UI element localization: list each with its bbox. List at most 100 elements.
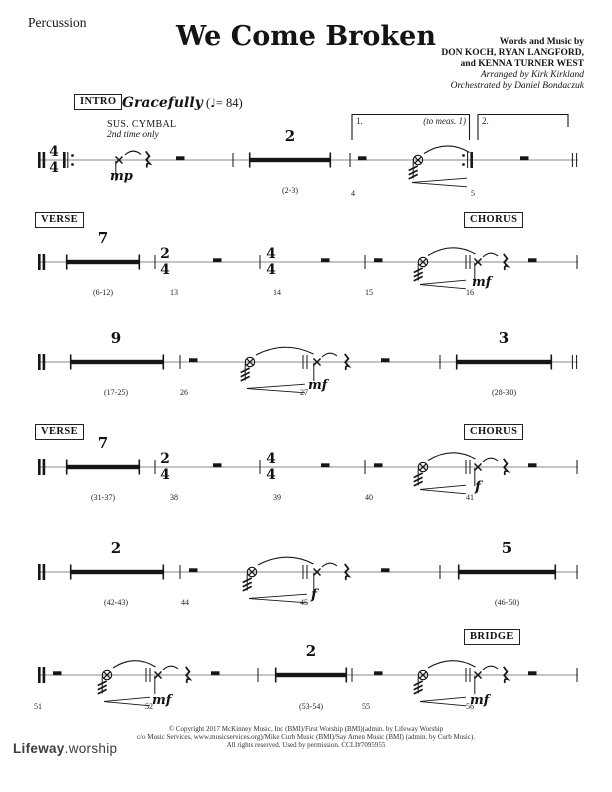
- time-signature-numerator: 2: [160, 451, 170, 467]
- crescendo-hairpin: [248, 593, 308, 604]
- x-notehead: [153, 670, 163, 680]
- system-start-barline: [38, 152, 41, 168]
- multirest-range: (17-25): [104, 388, 128, 397]
- measure-number: 15: [365, 288, 373, 297]
- dynamic-mark: f: [475, 479, 482, 495]
- multirest-range: (42-43): [104, 598, 128, 607]
- ending-1-label: 1.: [356, 116, 363, 126]
- staff-1: [38, 113, 578, 188]
- multirest-number: 2: [110, 539, 122, 557]
- time-signature-denominator: 4: [266, 262, 276, 278]
- time-signature-denominator: 4: [266, 467, 276, 483]
- crescendo-hairpin: [246, 383, 306, 394]
- measure-number: 45: [300, 598, 308, 607]
- tie: [112, 660, 156, 669]
- half-rest: [374, 258, 383, 263]
- credit-line: Words and Music by: [499, 37, 584, 47]
- dynamic-mark: mf: [472, 275, 492, 290]
- half-rest: [211, 671, 220, 676]
- credit-line: DON KOCH, RYAN LANGFORD,: [441, 48, 584, 58]
- x-notehead: [473, 462, 483, 472]
- multirest-number: 7: [97, 434, 109, 452]
- quarter-rest-icon: [184, 666, 193, 684]
- circled-x-notehead: [246, 566, 258, 578]
- tie: [124, 150, 142, 156]
- ending-2-bracket: [477, 113, 569, 140]
- staff-5: [38, 556, 578, 604]
- circled-x-notehead: [417, 256, 429, 268]
- staff-3: [38, 346, 578, 394]
- measure-number: 51: [34, 702, 42, 711]
- circled-x-notehead: [417, 461, 429, 473]
- tie: [255, 346, 314, 356]
- measure-number: 27: [300, 388, 308, 397]
- tie: [427, 660, 476, 669]
- multirest-number: 2: [284, 127, 296, 145]
- system-start-barline: [38, 459, 41, 475]
- logo-primary: Lifeway: [13, 741, 65, 756]
- multirest-range: (28-30): [492, 388, 516, 397]
- half-rest: [53, 671, 62, 676]
- page-title: We Come Broken: [176, 21, 436, 52]
- half-rest: [381, 568, 390, 573]
- dynamic-mark: mp: [110, 169, 133, 184]
- tempo-text: Gracefully: [122, 95, 203, 111]
- tempo-marking: Gracefully (♩= 84): [122, 94, 243, 112]
- tie: [423, 145, 470, 154]
- system-start-barline: [38, 254, 41, 270]
- time-signature-denominator: 4: [160, 467, 170, 483]
- multirest-bar: [70, 569, 164, 575]
- instrument-label: SUS. CYMBAL: [107, 119, 177, 130]
- multirest-bar: [66, 464, 140, 470]
- system-start-barline: [38, 564, 41, 580]
- half-rest: [321, 463, 330, 468]
- half-rest: [520, 156, 529, 161]
- x-notehead: [312, 357, 322, 367]
- multirest-number: 9: [110, 329, 122, 347]
- half-rest: [528, 671, 537, 676]
- tie: [162, 665, 179, 671]
- tremolo-slashes: [242, 577, 253, 592]
- staff-4: [38, 452, 578, 495]
- rehearsal-box-verse: VERSE: [35, 212, 85, 228]
- multirest-number: 2: [305, 642, 317, 660]
- measure-number: 4: [351, 189, 355, 198]
- copyright-line: c/o Music Services, www.musicservices.or…: [136, 733, 476, 741]
- rehearsal-box-chorus: CHORUS: [464, 424, 524, 440]
- copyright-line: © Copyright 2017 McKinney Music, Inc (BM…: [168, 725, 444, 733]
- instruction-label: 2nd time only: [107, 130, 159, 140]
- half-rest: [213, 258, 222, 263]
- tie: [482, 665, 499, 671]
- rehearsal-box-intro: INTRO: [74, 94, 123, 110]
- lifeway-worship-logo: Lifeway.worship: [13, 741, 117, 756]
- dynamic-mark: f: [311, 587, 318, 603]
- measure-number: 41: [466, 493, 474, 502]
- multirest-bar: [275, 672, 347, 678]
- copyright-line: All rights reserved. Used by permission.…: [226, 741, 386, 749]
- time-signature-numerator: 4: [49, 144, 59, 160]
- ending-1-bracket: [351, 113, 471, 140]
- half-rest: [528, 463, 537, 468]
- credit-line: and KENNA TURNER WEST: [460, 59, 584, 69]
- time-signature-numerator: 4: [266, 246, 276, 262]
- measure-number: 13: [170, 288, 178, 297]
- quarter-rest-icon: [343, 563, 352, 581]
- measure-number: 40: [365, 493, 373, 502]
- quarter-note-icon: ♩: [210, 96, 216, 110]
- staff-6: [38, 660, 578, 707]
- time-signature-denominator: 4: [49, 160, 59, 176]
- measure-number: 44: [181, 598, 189, 607]
- half-rest: [358, 156, 367, 161]
- measure-number: 5: [471, 189, 475, 198]
- tempo-paren: (: [202, 96, 211, 110]
- system-start-barline: [38, 354, 41, 370]
- quarter-rest-icon: [343, 353, 352, 371]
- tie: [427, 247, 476, 256]
- rehearsal-box-verse: VERSE: [35, 424, 85, 440]
- multirest-number: 5: [501, 539, 513, 557]
- tremolo-slashes: [240, 367, 251, 382]
- multirest-bar: [458, 569, 556, 575]
- tie: [482, 252, 499, 258]
- crescendo-hairpin: [419, 696, 467, 707]
- tie: [321, 352, 338, 358]
